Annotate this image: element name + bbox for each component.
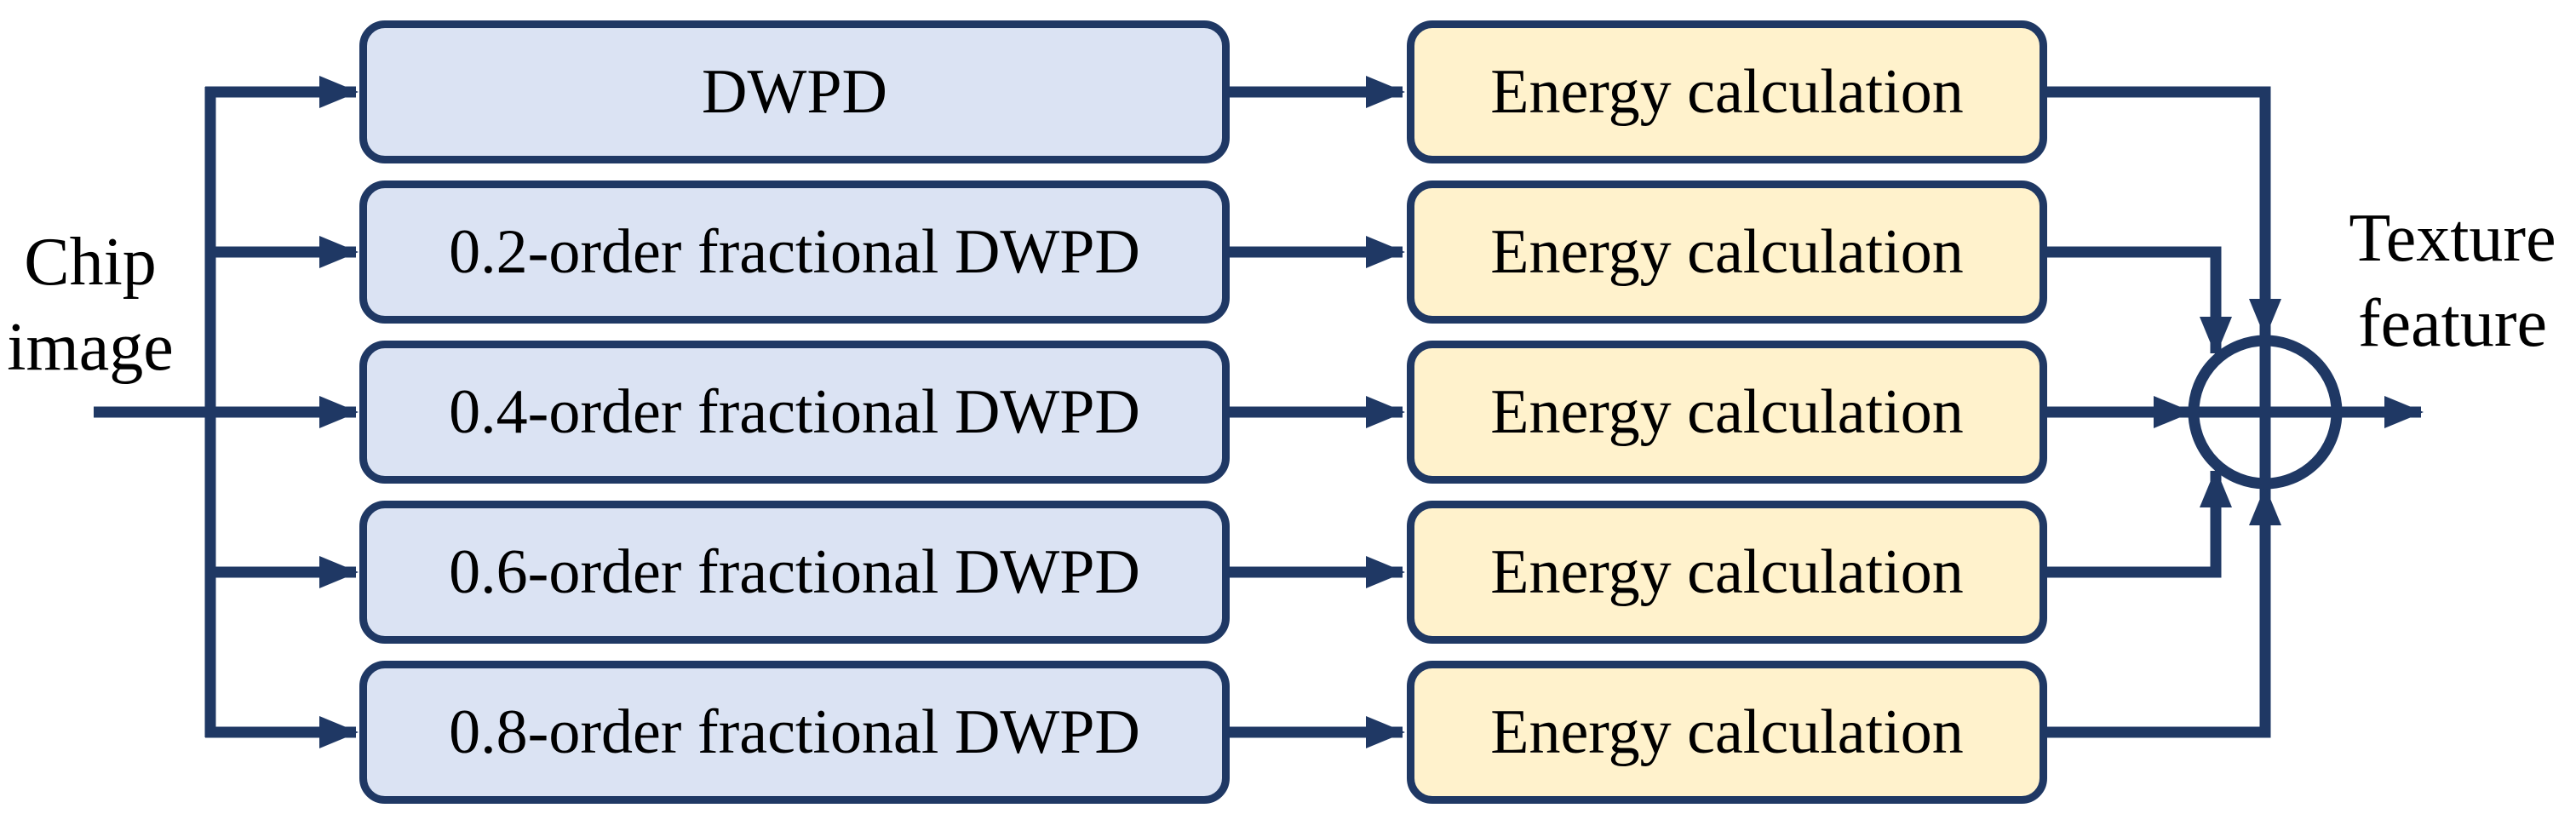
decomposition-box-0-2-order: 0.2-order fractional DWPD (359, 181, 1230, 324)
energy-calculation-box-5: Energy calculation (1407, 661, 2047, 804)
energy-calculation-box-1: Energy calculation (1407, 20, 2047, 163)
energy-calculation-box-4: Energy calculation (1407, 501, 2047, 644)
chip-image-label: Chip image (0, 220, 181, 390)
energy-box-label: Energy calculation (1490, 57, 1964, 127)
chip-image-label-line2: image (7, 310, 174, 385)
sum-route-row2 (2047, 246, 2232, 356)
energy-box-label: Energy calculation (1490, 377, 1964, 447)
sum-route-row1 (2047, 86, 2281, 338)
sum-route-row5 (2047, 486, 2281, 738)
decomposition-box-label: 0.6-order fractional DWPD (449, 537, 1140, 607)
decomposition-box-0-6-order: 0.6-order fractional DWPD (359, 501, 1230, 644)
energy-calculation-box-2: Energy calculation (1407, 181, 2047, 324)
texture-feature-label: Texture feature (2329, 196, 2576, 366)
decomposition-box-dwpd: DWPD (359, 20, 1230, 163)
sum-route-row4 (2047, 468, 2232, 578)
decomposition-box-label: DWPD (702, 57, 887, 127)
energy-box-label: Energy calculation (1490, 537, 1964, 607)
decomposition-box-0-8-order: 0.8-order fractional DWPD (359, 661, 1230, 804)
energy-box-label: Energy calculation (1490, 217, 1964, 287)
texture-feature-label-line1: Texture (2349, 201, 2556, 276)
energy-calculation-box-3: Energy calculation (1407, 341, 2047, 484)
decomposition-box-label: 0.2-order fractional DWPD (449, 217, 1140, 287)
decomposition-box-0-4-order: 0.4-order fractional DWPD (359, 341, 1230, 484)
decomposition-box-label: 0.8-order fractional DWPD (449, 697, 1140, 767)
decomposition-box-label: 0.4-order fractional DWPD (449, 377, 1140, 447)
texture-feature-label-line2: feature (2357, 286, 2548, 361)
energy-box-label: Energy calculation (1490, 697, 1964, 767)
chip-image-label-line1: Chip (24, 225, 157, 300)
